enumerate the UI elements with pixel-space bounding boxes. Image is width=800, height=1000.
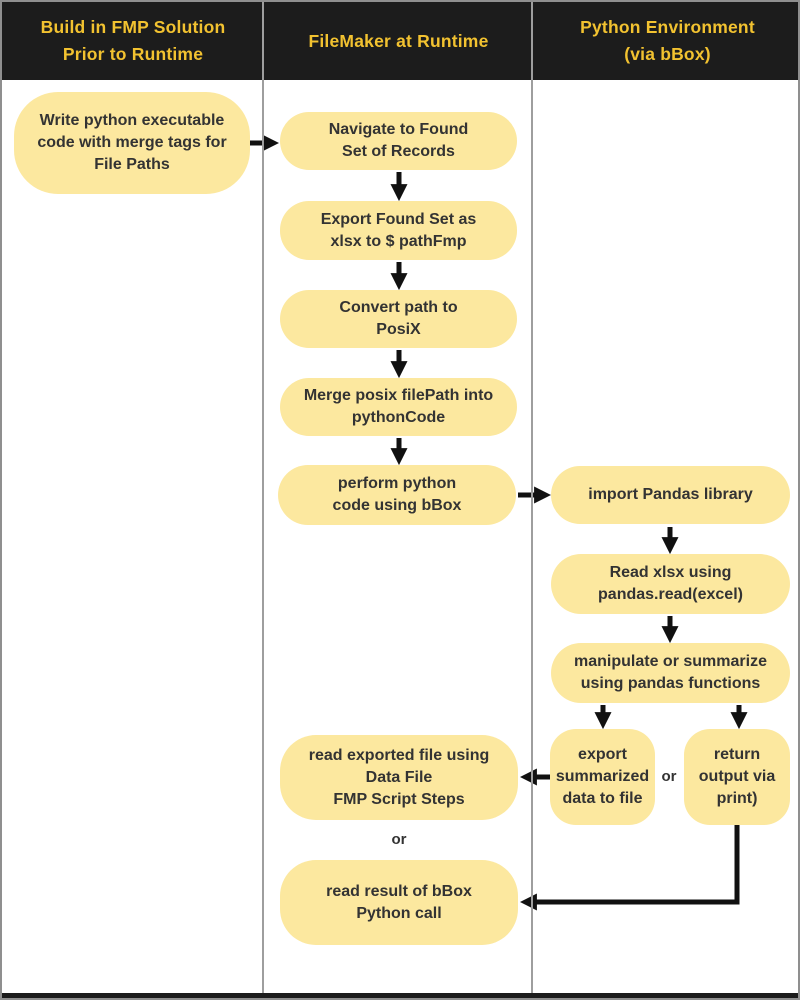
node-read-exported-file: read exported file using Data File FMP S… — [280, 735, 518, 820]
node-manipulate-summarize: manipulate or summarize using pandas fun… — [551, 643, 790, 703]
node-return-output-print: return output via print) — [684, 729, 790, 825]
column-header-python-environment: Python Environment (via bBox) — [533, 2, 798, 80]
bottom-bar — [2, 993, 798, 998]
column-header-filemaker-runtime: FileMaker at Runtime — [264, 2, 533, 80]
or-label-filemaker: or — [391, 831, 407, 848]
node-read-result-bbox: read result of bBox Python call — [280, 860, 518, 945]
node-import-pandas: import Pandas library — [551, 466, 790, 524]
arrow-return-output-to-read-result — [519, 825, 740, 911]
node-export-summarized-data: export summarized data to file — [550, 729, 655, 825]
column-divider-2 — [531, 2, 533, 997]
or-label-python: or — [661, 768, 677, 785]
node-convert-path-posix: Convert path to PosiX — [280, 290, 517, 348]
column-divider-1 — [262, 2, 264, 997]
node-perform-python-bbox: perform python code using bBox — [278, 465, 516, 525]
node-read-xlsx-pandas: Read xlsx using pandas.read(excel) — [551, 554, 790, 614]
node-merge-posix-filepath: Merge posix filePath into pythonCode — [280, 378, 517, 436]
column-header-build-fmp: Build in FMP Solution Prior to Runtime — [2, 2, 264, 80]
node-navigate-found-set: Navigate to Found Set of Records — [280, 112, 517, 170]
node-write-python-code: Write python executable code with merge … — [14, 92, 250, 194]
node-export-found-set: Export Found Set as xlsx to $ pathFmp — [280, 201, 517, 260]
